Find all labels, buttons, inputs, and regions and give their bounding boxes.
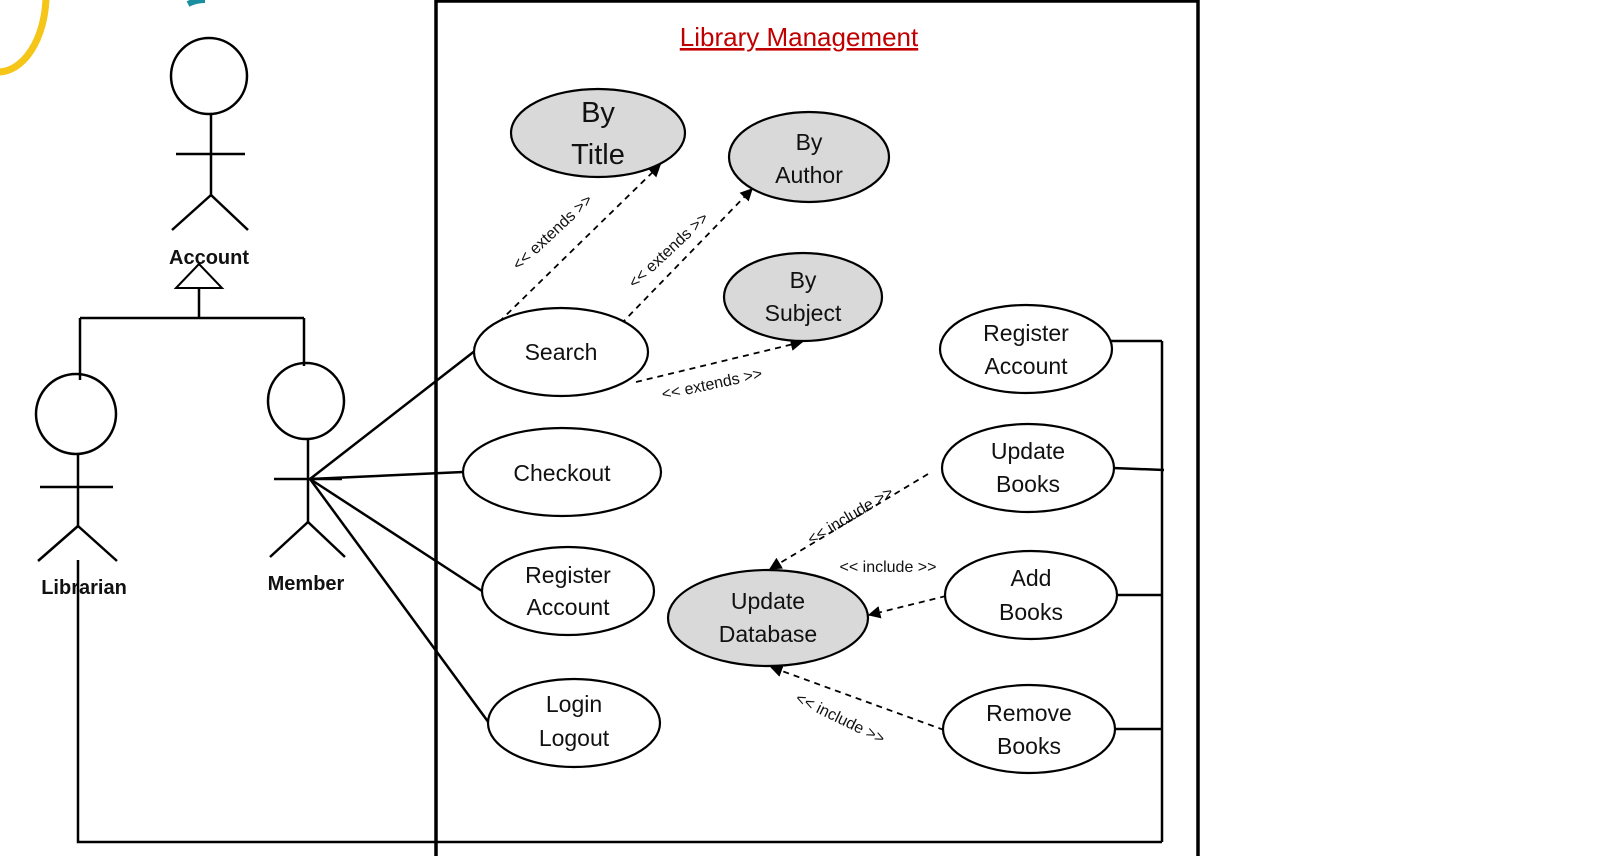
generalization-arrow	[78, 262, 306, 380]
usecase-search: Search	[472, 306, 650, 398]
actor-account: Account	[169, 36, 249, 269]
svg-text:Books: Books	[999, 599, 1063, 625]
svg-text:Register: Register	[525, 562, 611, 588]
extends-label-subject: << extends >>	[660, 366, 764, 404]
svg-text:Update: Update	[731, 588, 805, 614]
usecase-by-title: By Title	[509, 87, 687, 179]
usecase-by-author: By Author	[727, 110, 891, 204]
usecase-login-logout: Login Logout	[486, 677, 662, 769]
svg-text:By: By	[581, 97, 615, 129]
include-label-add: << include >>	[840, 559, 937, 576]
actor-librarian: Librarian	[34, 372, 127, 599]
librarian-connector	[76, 339, 1165, 844]
corner-arc-teal-decoration	[186, 0, 206, 7]
svg-text:By: By	[796, 129, 823, 155]
svg-text:Account: Account	[526, 594, 610, 620]
usecase-add-books: Add Books	[943, 549, 1119, 641]
svg-text:Remove: Remove	[986, 700, 1072, 726]
usecase-register-account-librarian: Register Account	[938, 303, 1114, 395]
svg-text:By: By	[790, 267, 817, 293]
svg-text:Checkout: Checkout	[513, 460, 611, 486]
svg-text:Database: Database	[719, 621, 817, 647]
include-label-remove: << include >>	[793, 690, 888, 748]
actor-member: Member	[266, 361, 346, 595]
member-associations	[308, 349, 491, 724]
svg-text:Account: Account	[984, 353, 1068, 379]
svg-text:Books: Books	[997, 733, 1061, 759]
svg-text:Account: Account	[169, 247, 249, 269]
svg-text:Login: Login	[546, 691, 602, 717]
svg-text:Member: Member	[268, 573, 345, 595]
include-label-update: << include >>	[805, 484, 897, 549]
corner-arc-decoration	[0, 0, 50, 76]
extends-label-author: << extends >>	[626, 210, 712, 292]
usecase-by-subject: By Subject	[722, 251, 884, 343]
svg-text:Librarian: Librarian	[41, 577, 127, 599]
svg-text:Update: Update	[991, 438, 1065, 464]
svg-text:Search: Search	[525, 339, 598, 365]
svg-text:Title: Title	[571, 139, 625, 171]
usecase-register-account-member: Register Account	[480, 545, 656, 637]
extends-label-title: << extends >>	[510, 192, 596, 274]
system-boundary	[434, 0, 1200, 856]
svg-text:Add: Add	[1011, 565, 1052, 591]
svg-text:Logout: Logout	[539, 725, 610, 751]
usecase-update-books: Update Books	[940, 422, 1116, 514]
usecase-checkout: Checkout	[461, 426, 663, 518]
svg-text:Author: Author	[775, 162, 843, 188]
svg-text:Register: Register	[983, 320, 1069, 346]
usecase-remove-books: Remove Books	[941, 683, 1117, 775]
svg-text:Subject: Subject	[765, 300, 842, 326]
svg-text:Books: Books	[996, 471, 1060, 497]
usecase-update-database: Update Database	[666, 568, 870, 668]
system-title: Library Management	[680, 22, 919, 52]
